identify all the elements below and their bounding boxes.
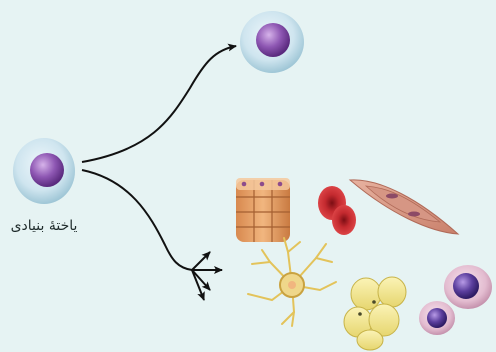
white-blood-cells: [419, 265, 492, 335]
stem-cell: [13, 138, 75, 204]
red-blood-cells: [318, 186, 356, 235]
epithelial-cells: [236, 178, 290, 242]
fat-cells: [344, 277, 406, 350]
smooth-muscle-cells: [350, 180, 458, 234]
stem-cell-label: یاختهٔ بنیادی: [0, 218, 88, 234]
differentiation-arrow: [82, 170, 192, 270]
self-renewal-arrow: [82, 46, 236, 162]
branching-arrows: [192, 252, 222, 300]
daughter-stem-cell: [240, 11, 304, 73]
nerve-cell: [248, 238, 336, 326]
